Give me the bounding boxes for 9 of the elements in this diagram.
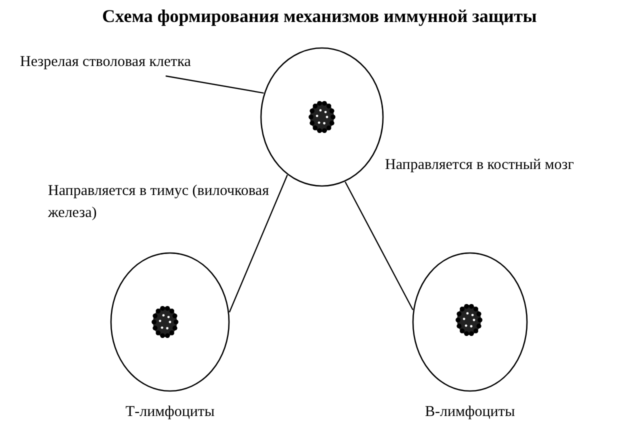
connector-line [228,174,288,312]
connector-line [344,182,414,310]
cell-label: Незрелая стволовая клетка [20,54,192,71]
cell-caption: Т-лимфоциты [124,404,216,421]
edge-label: Направляется в тимус (вилочковая железа) [48,182,270,223]
edge-label: Направляется в костный мозг [385,156,575,175]
cell-caption: В-лимфоциты [424,404,516,421]
diagram-title: Схема формирования механизмов иммунной защиты [101,6,538,27]
leader-line [166,75,264,94]
